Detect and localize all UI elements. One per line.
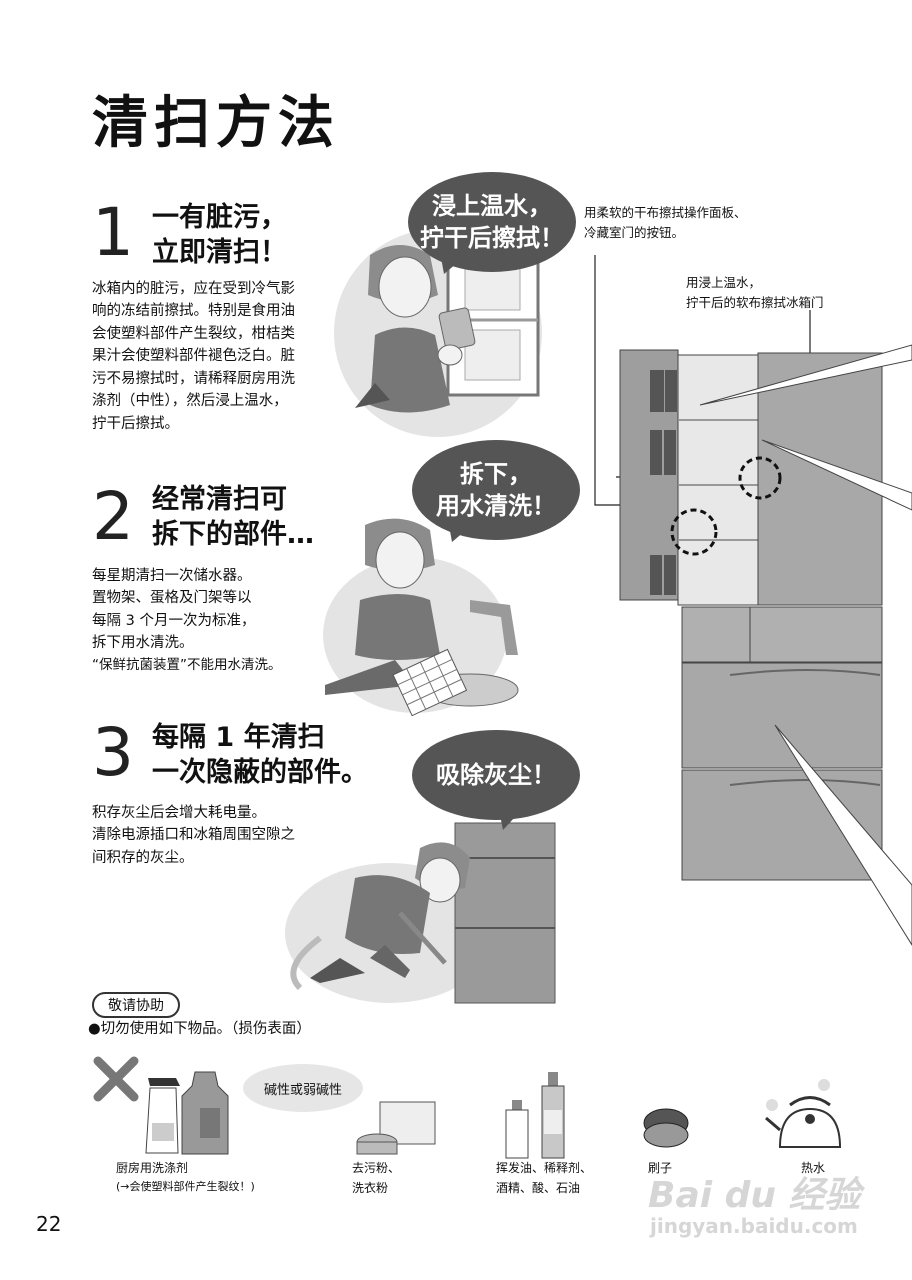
step-1-body: 冰箱内的脏污，应在受到冷气影 响的冻结前擦拭。特别是食用油 会使塑料部件产生裂纹… [92,278,342,435]
step-3-body-line: 积存灰尘后会增大耗电量。 [92,805,266,821]
panel-annotation: 用柔软的干布擦拭操作面板、 冷藏室门的按钮。 [584,203,747,243]
step-1-body-line: 会使塑料部件产生裂纹，柑桔类 [92,325,295,342]
step-3-body-line: 间积存的灰尘。 [92,849,194,866]
step-1-body-line: 拧干后擦拭。 [92,415,179,432]
prohibited-x-icon [93,1056,139,1102]
item-label-line2: (→会使塑料部件产生裂纹！) [116,1180,255,1194]
woman-wiping-illustration [334,229,542,437]
step-1-heading-line2: 立即清扫！ [152,237,287,269]
alkaline-bubble: 碱性或弱碱性 [243,1064,363,1112]
brush-icon [643,1108,689,1148]
step-1-heading: 一有脏污， 立即清扫！ [152,200,287,270]
step-3-body-line: 清除电源插口和冰箱周围空隙之 [92,827,295,844]
page-title: 清扫方法 [92,91,340,156]
step-2-body: 每星期清扫一次储水器。 置物架、蛋格及门架等以 每隔 3 个月一次为标准， 拆下… [92,565,342,676]
step-3-body: 积存灰尘后会增大耗电量。 清除电源插口和冰箱周围空隙之 间积存的灰尘。 [92,802,362,869]
bubble-tail [448,520,478,542]
step-1-body-line: 果汁会使塑料部件褪色泛白。脏 [92,348,295,365]
step-3-speech-bubble: 吸除灰尘！ [412,730,580,820]
step-3-heading: 每隔 1 年清扫 一次隐蔽的部件。 [152,720,368,790]
refrigerator-illustration [594,255,912,946]
woman-washing-illustration [323,518,519,717]
item-label-hot-water: 热水 [801,1158,825,1178]
step-2-body-line: 置物架、蛋格及门架等以 [92,590,252,607]
page-number: 22 [36,1212,62,1236]
woman-vacuuming-illustration [285,822,556,1004]
item-label-brush: 刷子 [648,1158,672,1178]
step-2-body-line: 每隔 3 个月一次为标准， [92,612,256,629]
baidu-watermark-logo: Bai du 经验 [648,1175,861,1216]
baidu-watermark-url: jingyan.baidu.com [650,1214,858,1238]
step-3-heading-line1: 每隔 1 年清扫 [152,722,325,753]
step-3-number: 3 [92,714,134,791]
item-label-line2: 洗衣粉 [352,1181,389,1196]
step-2-heading-line2: 拆下的部件… [152,519,314,551]
panel-annotation-line2: 冷藏室门的按钮。 [584,225,685,240]
solvent-bottles-icon [505,1072,565,1159]
cooperation-pill: 敬请协助 [92,992,180,1018]
step-1-bubble-line2: 拧干后擦拭！ [420,224,564,252]
hot-water-kettle-icon [765,1079,842,1148]
step-3-heading-line2: 一次隐蔽的部件。 [152,757,368,789]
step-1-body-line: 响的冻结前擦拭。特别是食用油 [92,303,295,320]
door-annotation: 用浸上温水， 拧干后的软布擦拭冰箱门 [686,273,824,313]
door-annotation-line2: 拧干后的软布擦拭冰箱门 [686,295,824,310]
step-2-bubble-line2: 用水清洗！ [436,492,556,520]
step-2-heading-line1: 经常清扫可 [152,484,287,515]
step-1-number: 1 [92,194,134,271]
item-label-line1: 厨房用洗涤剂 [116,1161,189,1175]
step-2-heading: 经常清扫可 拆下的部件… [152,482,314,552]
step-2-body-line: 每星期清扫一次储水器。 [92,568,252,584]
step-2-speech-bubble: 拆下， 用水清洗！ [412,440,580,540]
step-2-body-line: 拆下用水清洗。 [92,635,194,652]
cleanser-powder-icon [356,1101,436,1155]
panel-annotation-line1: 用柔软的干布擦拭操作面板、 [584,205,747,220]
step-2-body-line: “保鲜抗菌装置”不能用水清洗。 [92,656,282,673]
step-1-bubble-line1: 浸上温水， [432,191,552,220]
kitchen-detergent-icon [145,1071,229,1155]
item-label-detergent: 厨房用洗涤剂 (→会使塑料部件产生裂纹！) [116,1158,255,1197]
item-label-line1: 挥发油、稀释剂、 [496,1161,593,1175]
item-label-cleanser: 去污粉、 洗衣粉 [352,1158,400,1199]
item-label-line1: 刷子 [648,1161,673,1175]
step-1-heading-line1: 一有脏污， [152,202,287,233]
step-1-speech-bubble: 浸上温水， 拧干后擦拭！ [408,172,576,272]
step-2-number: 2 [92,478,134,555]
item-label-line1: 去污粉、 [352,1161,401,1175]
step-1-body-line: 冰箱内的脏污，应在受到冷气影 [92,281,295,297]
item-label-line2: 酒精、酸、石油 [496,1181,581,1196]
bubble-tail [498,805,526,830]
bubble-tail [440,252,470,274]
item-label-line1: 热水 [801,1161,826,1175]
item-label-solvents: 挥发油、稀释剂、 酒精、酸、石油 [496,1158,592,1199]
step-2-bubble-line1: 拆下， [460,459,532,488]
notice-text: ●切勿使用如下物品。（损伤表面） [88,1021,311,1037]
step-1-body-line: 涤剂（中性），然后浸上温水， [92,393,288,410]
step-3-bubble-line1: 吸除灰尘！ [436,760,556,789]
step-1-body-line: 污不易擦拭时，请稀释厨房用洗 [92,370,295,387]
door-annotation-line1: 用浸上温水， [686,275,762,290]
